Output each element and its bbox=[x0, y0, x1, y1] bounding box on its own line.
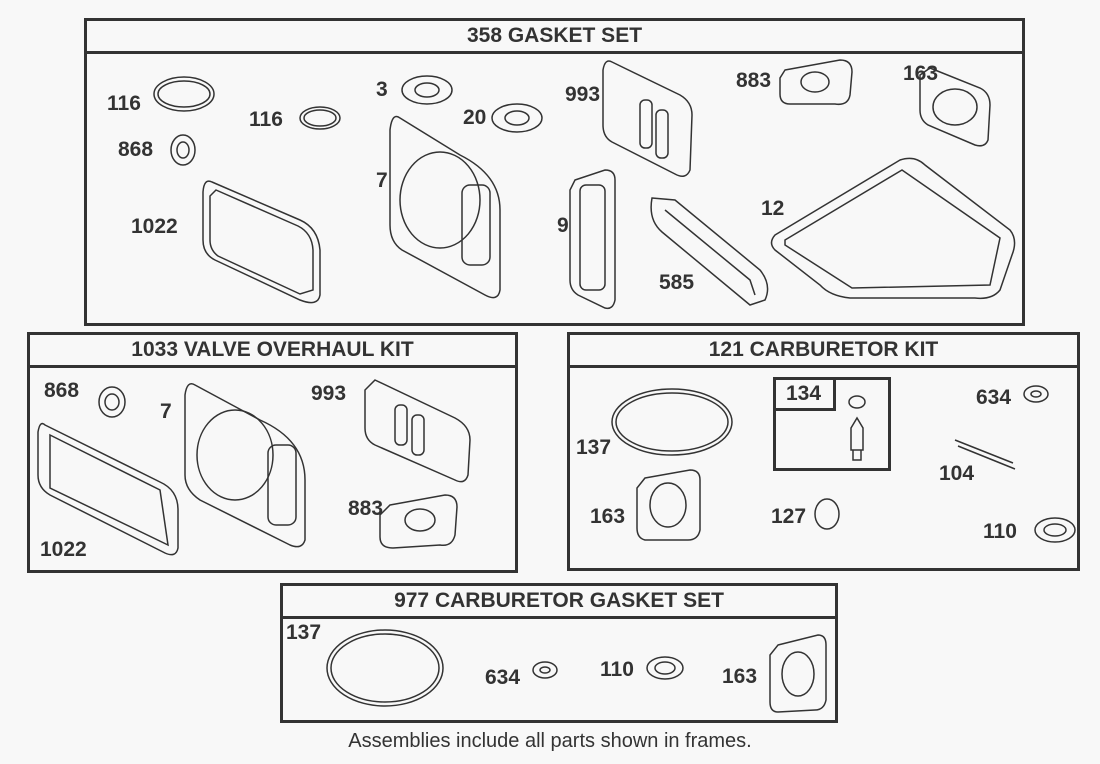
part-label: 1022 bbox=[131, 215, 178, 238]
o-ring-137 bbox=[611, 388, 733, 456]
o-ring-116-small bbox=[299, 106, 341, 130]
seal-868-valve bbox=[98, 386, 126, 418]
washer-634 bbox=[1023, 385, 1049, 403]
part-label: 110 bbox=[600, 658, 634, 681]
part-label: 868 bbox=[44, 379, 80, 402]
subframe-label-134: 134 bbox=[786, 382, 822, 405]
frame-title: 358 GASKET SET bbox=[87, 21, 1022, 54]
seal-868 bbox=[170, 134, 196, 166]
frame-1033-valve-overhaul-kit: 1033 VALVE OVERHAUL KIT bbox=[27, 332, 518, 573]
part-label: 20 bbox=[463, 106, 487, 129]
pin-104 bbox=[954, 439, 1016, 470]
part-label: 127 bbox=[771, 505, 807, 528]
part-label: 1022 bbox=[40, 538, 87, 561]
gasket-883-valve bbox=[379, 494, 458, 549]
frame-title: 121 CARBURETOR KIT bbox=[570, 335, 1077, 368]
part-label: 3 bbox=[376, 78, 388, 101]
part-label: 883 bbox=[348, 497, 384, 520]
part-label: 993 bbox=[565, 83, 601, 106]
frame-358-gasket-set: 358 GASKET SET bbox=[84, 18, 1025, 326]
part-label: 110 bbox=[983, 520, 1017, 543]
part-label: 104 bbox=[939, 462, 975, 485]
part-label: 163 bbox=[903, 62, 939, 85]
frame-977-carburetor-gasket-set: 977 CARBURETOR GASKET SET bbox=[280, 583, 838, 723]
washer-110-gasket-set bbox=[646, 656, 684, 680]
gasket-1022-valve bbox=[37, 422, 179, 556]
part-label: 137 bbox=[286, 621, 322, 644]
part-label: 993 bbox=[311, 382, 347, 405]
part-label: 12 bbox=[761, 197, 785, 220]
gasket-163-carb bbox=[636, 469, 701, 541]
head-gasket-7 bbox=[389, 115, 501, 299]
part-label: 634 bbox=[485, 666, 521, 689]
washer-634-gasket-set bbox=[532, 661, 558, 679]
frame-121-carburetor-kit: 121 CARBURETOR KIT bbox=[567, 332, 1080, 571]
part-label: 137 bbox=[576, 436, 612, 459]
part-label: 585 bbox=[659, 271, 695, 294]
o-ring-137-gasket-set bbox=[326, 629, 444, 707]
frame-title: 1033 VALVE OVERHAUL KIT bbox=[30, 335, 515, 368]
o-ring-116-large bbox=[153, 76, 215, 112]
part-label: 7 bbox=[376, 169, 388, 192]
part-label: 7 bbox=[160, 400, 172, 423]
part-label: 163 bbox=[722, 665, 758, 688]
gasket-163-top bbox=[919, 67, 991, 147]
part-label: 9 bbox=[557, 214, 569, 237]
plate-993 bbox=[602, 60, 693, 177]
subframe-134-label-box bbox=[773, 377, 836, 411]
gasket-163-gasket-set bbox=[769, 634, 827, 713]
part-label: 868 bbox=[118, 138, 154, 161]
gasket-585 bbox=[650, 197, 769, 306]
gasket-12 bbox=[770, 157, 1016, 300]
seal-3 bbox=[401, 75, 453, 105]
part-label: 163 bbox=[590, 505, 626, 528]
gasket-883 bbox=[779, 59, 853, 106]
part-label: 116 bbox=[107, 92, 141, 115]
plug-127 bbox=[814, 498, 840, 530]
part-label: 634 bbox=[976, 386, 1012, 409]
part-label: 883 bbox=[736, 69, 772, 92]
frame-title: 977 CARBURETOR GASKET SET bbox=[283, 586, 835, 619]
gasket-1022 bbox=[202, 180, 321, 304]
head-gasket-7-valve bbox=[184, 383, 306, 548]
washer-110 bbox=[1034, 517, 1076, 543]
seal-20 bbox=[491, 103, 543, 133]
part-label: 116 bbox=[249, 108, 283, 131]
footer-note: Assemblies include all parts shown in fr… bbox=[348, 730, 752, 752]
needle-seat-134 bbox=[848, 395, 866, 461]
gasket-9 bbox=[569, 169, 616, 310]
plate-993-valve bbox=[364, 379, 471, 483]
